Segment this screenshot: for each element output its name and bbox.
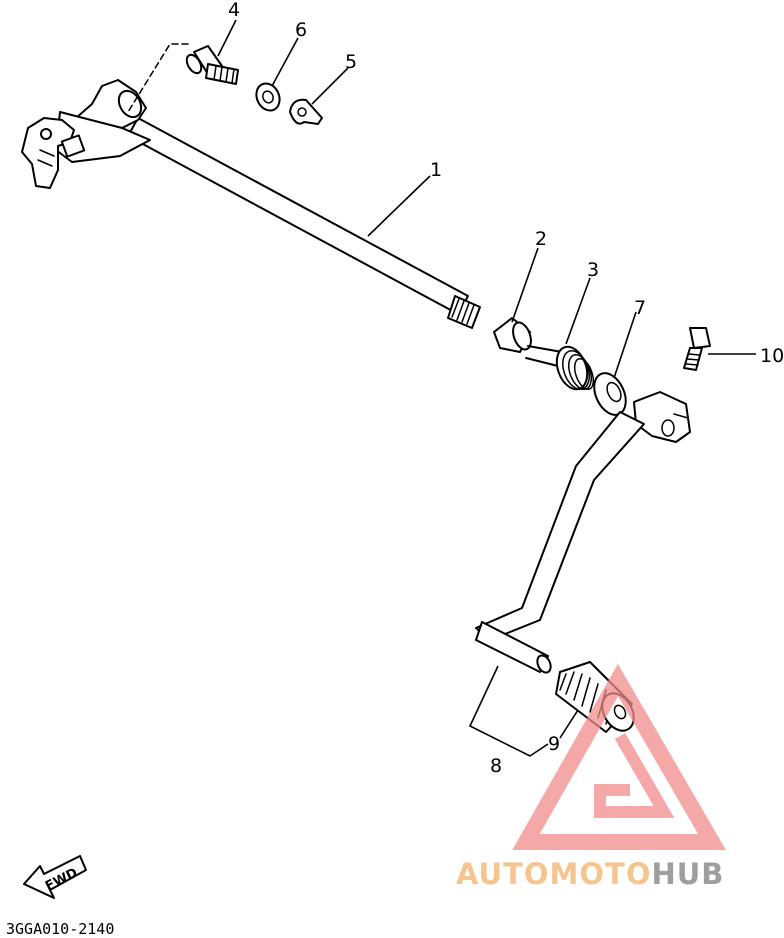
fwd-arrow: FWD	[23, 855, 87, 899]
pivot-bolt	[185, 45, 239, 85]
watermark-logo	[512, 663, 726, 850]
shift-shaft	[21, 79, 481, 329]
washer-6	[255, 82, 281, 112]
callout-10: 10	[760, 345, 784, 367]
callout-7: 7	[634, 297, 646, 319]
clamp-bolt-10	[683, 327, 711, 371]
drawing-code: 3GGA010-2140	[6, 920, 114, 938]
callouts: 4 6 5 1 2 3 7 10 9 8	[228, 0, 784, 777]
callout-6: 6	[295, 19, 307, 41]
callout-5: 5	[345, 51, 357, 73]
watermark-text: AUTOMOTOHUB	[456, 857, 724, 891]
callout-4: 4	[228, 0, 240, 21]
callout-2: 2	[535, 228, 547, 250]
leader-lines	[217, 19, 756, 757]
watermark-text-orange: AUTOMOTO	[456, 857, 651, 891]
callout-3: 3	[587, 259, 599, 281]
callout-1: 1	[430, 159, 442, 181]
collar-2	[493, 317, 532, 353]
callout-8: 8	[490, 755, 502, 777]
circlip-5	[289, 98, 323, 125]
torsion-spring-3	[525, 345, 595, 391]
washer-7	[593, 372, 627, 416]
watermark-text-gray: HUB	[651, 857, 724, 891]
shift-pedal-8	[475, 391, 691, 674]
callout-9: 9	[548, 733, 560, 755]
